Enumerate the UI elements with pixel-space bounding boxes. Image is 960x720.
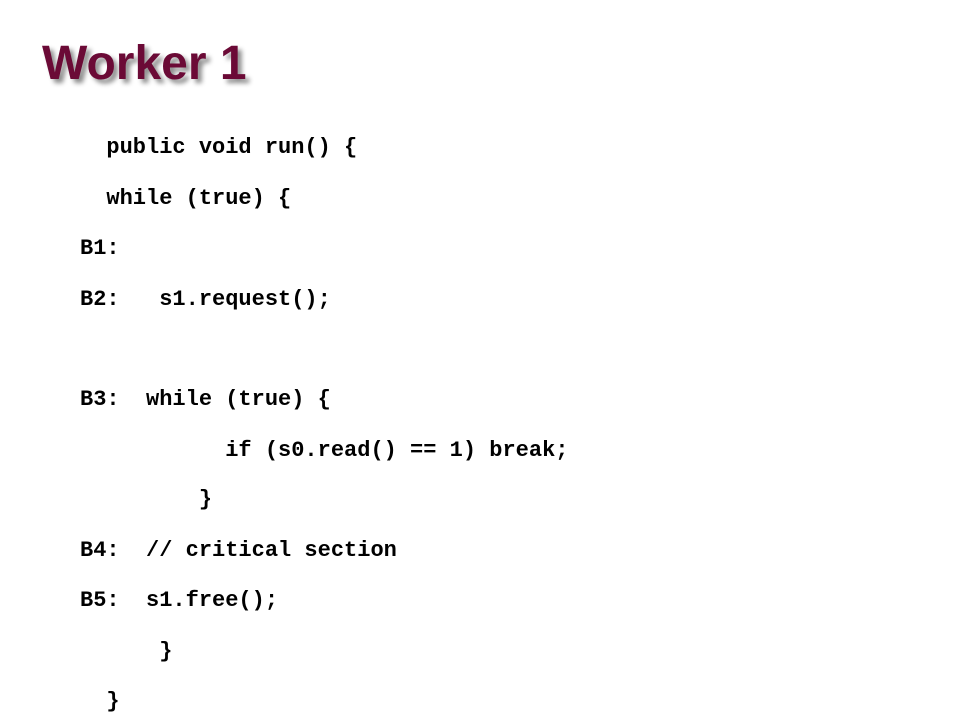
code-line-run-signature: public void run() { <box>80 135 358 160</box>
slide-title: Worker 1 <box>42 37 247 90</box>
code-line-b5: B5: s1.free(); <box>80 588 279 613</box>
code-line-b3: B3: while (true) { <box>80 387 331 412</box>
code-line-outer-while: while (true) { <box>80 186 292 211</box>
code-line-run-close: } <box>80 689 120 714</box>
code-line-while-close: } <box>80 639 173 664</box>
code-line-b2: B2: s1.request(); <box>80 287 331 312</box>
code-line-b4: B4: // critical section <box>80 538 397 563</box>
code-line-inner-close: } <box>80 487 213 512</box>
code-line-if-read: if (s0.read() == 1) break; <box>80 438 569 463</box>
code-line-b1: B1: <box>80 236 120 261</box>
